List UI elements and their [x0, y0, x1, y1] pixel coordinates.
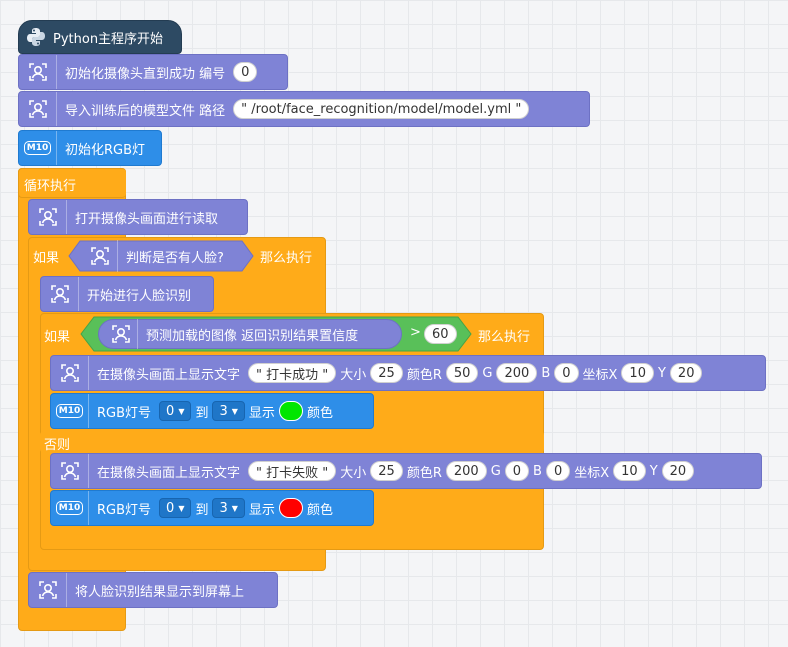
import-model-label: 导入训练后的模型文件 路径 [65, 103, 226, 119]
if2-then-keyword: 那么执行 [478, 330, 531, 345]
size-input[interactable]: 25 [370, 461, 403, 481]
b-input[interactable]: 0 [554, 363, 579, 383]
size-label: 大小 [340, 465, 367, 481]
green-color-picker[interactable] [278, 401, 303, 421]
if2-keyword: 如果 [44, 330, 71, 345]
has-face-label: 判断是否有人脸? [126, 250, 224, 266]
red-color-picker[interactable] [278, 498, 303, 518]
show-text-label: 在摄像头画面上显示文字 [97, 367, 241, 383]
open-camera-label: 打开摄像头画面进行读取 [75, 211, 219, 227]
chevron-down-icon: ▼ [231, 406, 238, 416]
face-icon [29, 573, 67, 607]
else-keyword-text: 否则 [44, 438, 71, 453]
y-label: Y [649, 463, 658, 479]
face-icon [51, 454, 89, 488]
y-input[interactable]: 20 [669, 363, 703, 383]
rgb-to-dropdown[interactable]: 3▼ [212, 498, 245, 518]
face-icon [41, 277, 79, 311]
show-label: 显示 [248, 502, 275, 518]
face-icon [19, 55, 57, 89]
r-label: 颜色R [406, 367, 442, 383]
start-recognition-label: 开始进行人脸识别 [87, 288, 192, 304]
size-label: 大小 [340, 367, 367, 383]
has-face-condition[interactable]: 判断是否有人脸? [68, 240, 254, 272]
chevron-down-icon: ▼ [178, 406, 185, 416]
r-label: 颜色R [406, 465, 442, 481]
x-label: 坐标X [574, 465, 610, 481]
rgb-to-dropdown[interactable]: 3▼ [212, 401, 245, 421]
x-input[interactable]: 10 [613, 461, 646, 481]
rgb-from-dropdown[interactable]: 0▼ [159, 401, 192, 421]
if1-keyword: 如果 [33, 251, 60, 266]
chevron-down-icon: ▼ [178, 503, 185, 513]
r-input[interactable]: 50 [445, 363, 479, 383]
color-label: 颜色 [306, 502, 333, 518]
b-label: B [533, 463, 542, 479]
face-icon [82, 240, 118, 272]
g-input[interactable]: 200 [496, 363, 538, 383]
face-icon [104, 319, 138, 349]
loop-label: 循环执行 [24, 179, 77, 194]
g-label: G [490, 463, 501, 479]
size-input[interactable]: 25 [370, 363, 403, 383]
b-input[interactable]: 0 [545, 461, 571, 481]
rgb-index-label: RGB灯号 [97, 405, 152, 421]
g-label: G [482, 365, 493, 381]
show-result-label: 将人脸识别结果显示到屏幕上 [75, 584, 245, 600]
chevron-down-icon: ▼ [231, 503, 238, 513]
if1-then-keyword: 那么执行 [260, 251, 313, 266]
g-input[interactable]: 0 [504, 461, 530, 481]
greater-than-operator: > [410, 325, 421, 340]
confidence-threshold-input[interactable]: 60 [424, 324, 457, 344]
success-text-input[interactable]: " 打卡成功 " [248, 363, 337, 383]
start-recognition-block[interactable]: 开始进行人脸识别 [40, 276, 214, 312]
m10-icon: M10 [51, 491, 89, 525]
to-label: 到 [195, 405, 209, 421]
show-result-block[interactable]: 将人脸识别结果显示到屏幕上 [28, 572, 278, 608]
x-input[interactable]: 10 [621, 363, 654, 383]
face-icon [51, 356, 89, 390]
b-label: B [541, 365, 551, 381]
confidence-label: 预测加载的图像 返回识别结果置信度 [146, 328, 359, 344]
y-input[interactable]: 20 [661, 461, 695, 481]
show-fail-text-block[interactable]: 在摄像头画面上显示文字 " 打卡失败 " 大小 25 颜色R 200 G 0 B… [50, 453, 762, 489]
face-icon [19, 92, 57, 126]
python-icon [25, 26, 47, 48]
camera-index-input[interactable]: 0 [233, 62, 258, 82]
x-label: 坐标X [582, 367, 618, 383]
init-rgb-block[interactable]: M10 初始化RGB灯 [18, 130, 162, 166]
color-label: 颜色 [306, 405, 333, 421]
init-rgb-label: 初始化RGB灯 [65, 142, 146, 158]
m10-icon: M10 [51, 394, 89, 428]
r-input[interactable]: 200 [445, 461, 487, 481]
face-icon [29, 200, 67, 234]
model-path-input[interactable]: " /root/face_recognition/model/model.yml… [233, 99, 530, 119]
loop-footer [18, 168, 126, 198]
python-main-start-block[interactable]: Python主程序开始 [18, 20, 182, 54]
start-label: Python主程序开始 [53, 31, 164, 47]
confidence-condition[interactable]: 预测加载的图像 返回识别结果置信度 > 60 [80, 316, 472, 352]
rgb-green-block[interactable]: M10 RGB灯号 0▼ 到 3▼ 显示 颜色 [50, 393, 374, 429]
else-divider [40, 431, 544, 453]
init-camera-label: 初始化摄像头直到成功 编号 [65, 66, 226, 82]
to-label: 到 [195, 502, 209, 518]
y-label: Y [657, 365, 666, 381]
fail-text-input[interactable]: " 打卡失败 " [248, 461, 337, 481]
import-model-block[interactable]: 导入训练后的模型文件 路径 " /root/face_recognition/m… [18, 91, 590, 127]
m10-icon: M10 [19, 131, 57, 165]
open-camera-block[interactable]: 打开摄像头画面进行读取 [28, 199, 248, 235]
rgb-index-label: RGB灯号 [97, 502, 152, 518]
show-text-label: 在摄像头画面上显示文字 [97, 465, 241, 481]
rgb-from-dropdown[interactable]: 0▼ [159, 498, 192, 518]
init-camera-block[interactable]: 初始化摄像头直到成功 编号 0 [18, 54, 288, 90]
show-label: 显示 [248, 405, 275, 421]
rgb-red-block[interactable]: M10 RGB灯号 0▼ 到 3▼ 显示 颜色 [50, 490, 374, 526]
show-success-text-block[interactable]: 在摄像头画面上显示文字 " 打卡成功 " 大小 25 颜色R 50 G 200 … [50, 355, 766, 391]
